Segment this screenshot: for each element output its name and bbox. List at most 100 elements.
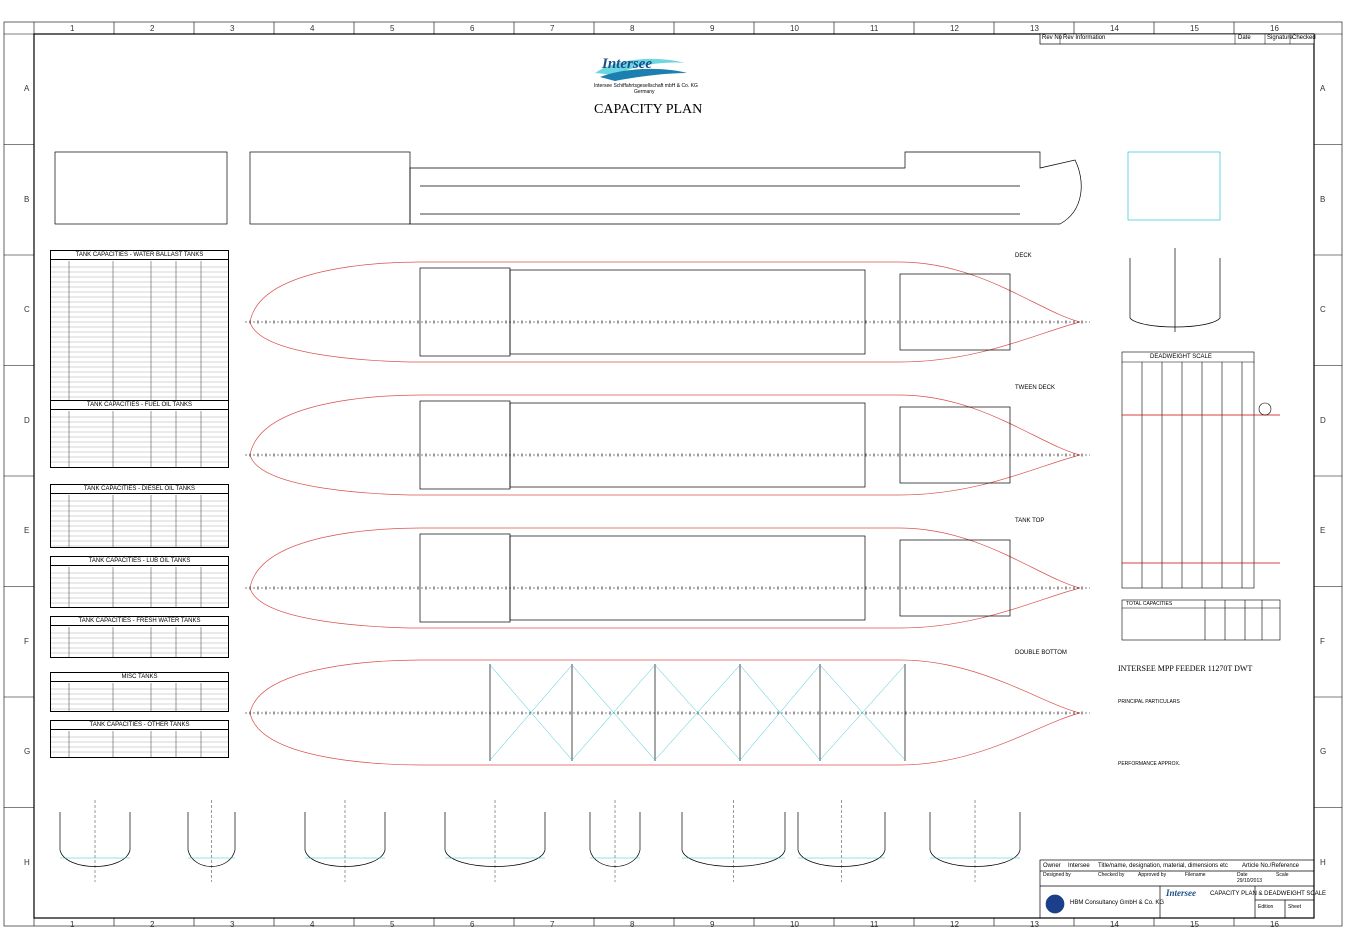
deadweight-scale-title: DEADWEIGHT SCALE [1150,354,1212,360]
border-col-label: 1 [70,24,75,33]
border-row-label: D [1320,415,1326,425]
deadweight-scale [1121,351,1280,589]
border-row-label: F [24,636,29,646]
border-col-label: 2 [150,920,155,929]
border-row-label: B [1320,194,1326,204]
outer-frame [3,21,1343,927]
deck-label-tanktop: TANK TOP [1015,518,1045,524]
border-row-label: E [24,526,30,536]
revision-block [1039,33,1315,45]
midship-section [1127,151,1221,332]
border-row-label: G [24,747,31,757]
tank-table: TANK CAPACITIES - OTHER TANKS [50,720,229,758]
owner-value: Intersee [1068,863,1090,869]
title-block [1039,859,1315,919]
revision-info-header: Rev Information [1063,35,1106,41]
tank-table-title: TANK CAPACITIES - OTHER TANKS [51,721,228,730]
title-block-logo: Intersee [1166,888,1196,898]
border-col-label: 14 [1110,24,1119,33]
border-row-label: H [1320,857,1326,867]
border-col-label: 6 [470,920,475,929]
border-col-label: 11 [870,920,879,929]
tank-table-title: TANK CAPACITIES - LUB OIL TANKS [51,557,228,566]
tank-table: TANK CAPACITIES - FUEL OIL TANKS [50,400,229,468]
tank-table-title: TANK CAPACITIES - WATER BALLAST TANKS [51,251,228,260]
border-col-label: 3 [230,920,235,929]
border-col-label: 12 [950,24,959,33]
performance-heading: PERFORMANCE APPROX. [1118,761,1181,767]
border-col-label: 7 [550,24,555,33]
tank-table-grid [51,567,228,607]
company-country: Germany [634,89,655,95]
revision-number-header: Rev No [1042,35,1063,41]
owner-label: Owner [1043,863,1061,869]
designed-by-label: Designed by [1043,872,1071,878]
border-col-label: 8 [630,24,635,33]
tank-table: TANK CAPACITIES - FRESH WATER TANKS [50,616,229,658]
tank-table-grid [51,683,228,711]
vessel-name: INTERSEE MPP FEEDER 11270T DWT [1118,664,1253,673]
border-col-label: 1 [70,920,75,929]
page-title: CAPACITY PLAN [594,102,703,117]
border-row-label: H [24,857,30,867]
principal-particulars-heading: PRINCIPAL PARTICULARS [1118,699,1180,705]
border-col-label: 7 [550,920,555,929]
sheet-label: Sheet [1288,904,1302,910]
tank-table-title: TANK CAPACITIES - FRESH WATER TANKS [51,617,228,626]
tank-table-grid [51,495,228,547]
tank-table-grid [51,731,228,757]
border-row-label: F [1320,636,1325,646]
border-row-label: D [24,415,30,425]
company-line: Intersee Schiffahrtsgesellschaft mbH & C… [594,83,698,89]
checked-by-label: Checked by [1098,872,1125,878]
border-col-label: 9 [710,920,715,929]
total-capacities-table [1121,599,1281,641]
border-col-label: 10 [790,24,799,33]
border-row-label: E [1320,526,1326,536]
ship-profile-view [54,151,1082,225]
total-capacities-title: TOTAL CAPACITIES [1126,601,1173,607]
article-label: Article No./Reference [1242,863,1300,869]
border-col-label: 16 [1270,920,1279,929]
border-col-label: 15 [1190,920,1199,929]
border-col-label: 13 [1030,920,1039,929]
border-col-label: 8 [630,920,635,929]
deck-plans [245,261,1090,766]
border-col-label: 4 [310,920,315,929]
edition-label: Edition [1258,904,1274,910]
tank-table-grid [51,411,228,467]
filename-label: Filename [1185,872,1206,878]
border-col-label: 13 [1030,24,1039,33]
tank-table: MISC TANKS [50,672,229,712]
border-col-label: 9 [710,24,715,33]
border-col-label: 2 [150,24,155,33]
date-value: 29/10/2013 [1237,878,1263,884]
consultant-name: HBM Consultancy GmbH & Co. KG [1070,900,1165,906]
revision-checked-header: Checked [1292,35,1316,41]
drawing-title: CAPACITY PLAN & DEADWEIGHT SCALE [1210,891,1327,897]
tank-table-title: TANK CAPACITIES - FUEL OIL TANKS [51,401,228,410]
tank-table-grid [51,627,228,657]
border-row-label: G [1320,747,1327,757]
intersee-logo [595,58,687,81]
border-col-label: 5 [390,920,395,929]
border-row-label: B [24,194,30,204]
approved-by-label: Approved by [1138,872,1167,878]
border-row-label: A [24,84,30,94]
date-label: Date [1237,872,1248,878]
border-col-label: 5 [390,24,395,33]
tank-table: TANK CAPACITIES - LUB OIL TANKS [50,556,229,608]
cross-sections [59,800,1021,882]
border-col-label: 12 [950,920,959,929]
border-col-label: 3 [230,24,235,33]
border-row-label: C [24,305,30,315]
scale-label: Scale [1276,872,1289,878]
deck-label-double-bottom: DOUBLE BOTTOM [1015,650,1067,656]
revision-date-header: Date [1238,35,1251,41]
deck-label-tween: TWEEN DECK [1015,385,1056,391]
company-logo-text: Intersee [602,56,652,72]
border-col-label: 14 [1110,920,1119,929]
border-col-label: 16 [1270,24,1279,33]
border-col-label: 11 [870,24,879,33]
